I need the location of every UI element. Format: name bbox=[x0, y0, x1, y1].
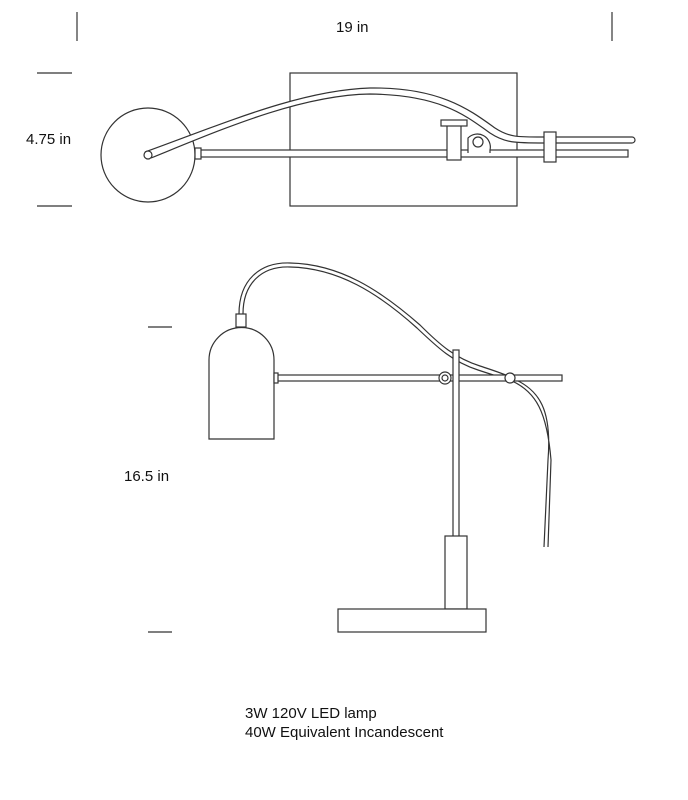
arm-rod-side bbox=[276, 374, 563, 382]
cord-side bbox=[238, 262, 552, 548]
spec-text: 3W 120V LED lamp 40W Equivalent Incandes… bbox=[245, 704, 443, 742]
pole bbox=[452, 349, 460, 538]
width-label: 19 in bbox=[336, 19, 369, 36]
dimension-ticks bbox=[37, 12, 613, 633]
base-column bbox=[444, 535, 468, 610]
pivot bbox=[438, 371, 452, 385]
height-label: 16.5 in bbox=[124, 468, 170, 485]
spec-wattage: 3W 120V LED lamp bbox=[245, 705, 377, 722]
cord-top bbox=[144, 87, 636, 159]
depth-label: 4.75 in bbox=[26, 131, 72, 148]
shade-neck bbox=[235, 313, 247, 328]
base-plate bbox=[337, 608, 487, 633]
top-view bbox=[100, 72, 636, 207]
spec-equivalent: 40W Equivalent Incandescent bbox=[245, 724, 444, 741]
shade-side bbox=[208, 326, 275, 440]
cord-ball bbox=[504, 372, 516, 384]
arm-rod-top bbox=[199, 149, 629, 158]
side-view bbox=[208, 262, 563, 633]
cord-clip-top bbox=[543, 131, 557, 163]
